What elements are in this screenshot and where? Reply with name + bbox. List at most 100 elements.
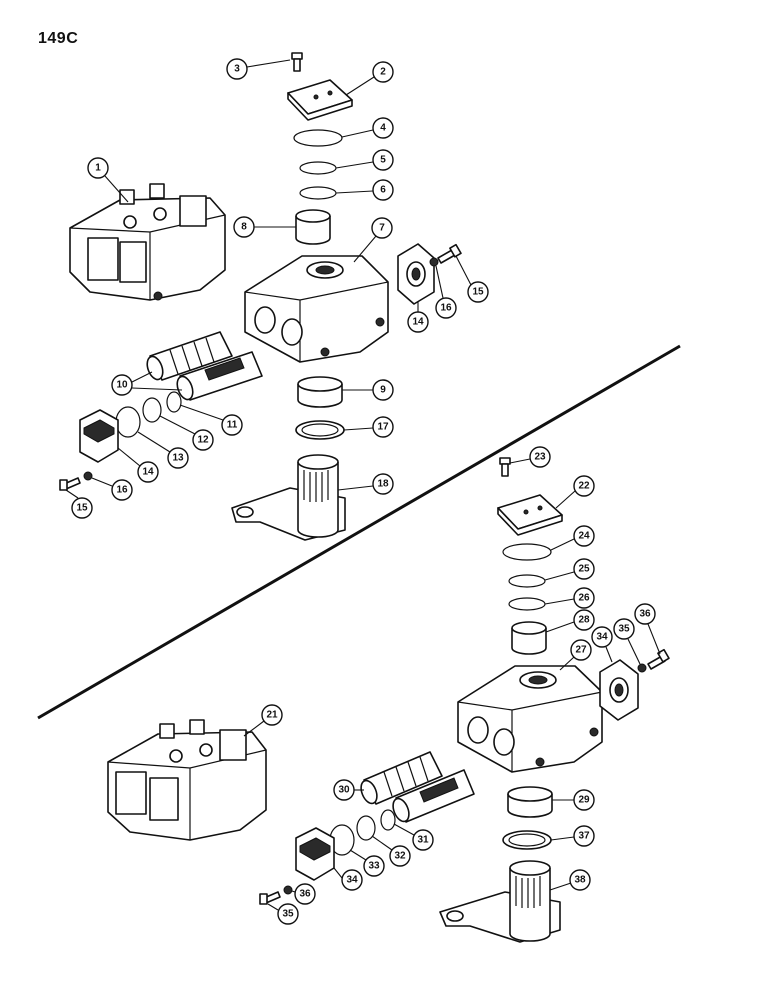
spool-10a bbox=[146, 331, 233, 381]
callout-35b: 35 bbox=[267, 903, 299, 925]
callout-15a: 15 bbox=[455, 255, 489, 303]
callout-18: 18 bbox=[337, 473, 394, 495]
callout-3: 3 bbox=[226, 58, 291, 80]
o-ring-31 bbox=[380, 809, 396, 831]
svg-text:14: 14 bbox=[142, 467, 154, 478]
svg-text:28: 28 bbox=[578, 615, 590, 626]
svg-text:27: 27 bbox=[575, 645, 587, 656]
ring-5 bbox=[299, 161, 337, 175]
svg-text:8: 8 bbox=[241, 222, 247, 233]
callout-16a: 16 bbox=[435, 265, 457, 319]
svg-text:2: 2 bbox=[380, 67, 386, 78]
callout-32: 32 bbox=[371, 835, 411, 867]
svg-text:22: 22 bbox=[578, 481, 590, 492]
svg-text:32: 32 bbox=[394, 851, 406, 862]
svg-text:33: 33 bbox=[368, 861, 380, 872]
bushing-9 bbox=[297, 376, 343, 408]
svg-text:36: 36 bbox=[639, 609, 651, 620]
callout-34a: 34 bbox=[591, 626, 613, 663]
housing-27 bbox=[457, 665, 603, 773]
callout-33: 33 bbox=[349, 849, 385, 877]
svg-text:17: 17 bbox=[377, 422, 389, 433]
svg-text:10: 10 bbox=[116, 380, 128, 391]
callout-31: 31 bbox=[393, 823, 434, 851]
end-cover-34 bbox=[295, 827, 335, 881]
svg-text:7: 7 bbox=[379, 223, 385, 234]
svg-text:25: 25 bbox=[578, 564, 590, 575]
callout-37: 37 bbox=[550, 825, 595, 847]
svg-text:16: 16 bbox=[116, 485, 128, 496]
bolt-23 bbox=[499, 457, 511, 477]
bolt-15 bbox=[437, 243, 462, 264]
svg-text:9: 9 bbox=[380, 385, 386, 396]
callout-30: 30 bbox=[333, 779, 364, 801]
seal-17 bbox=[295, 420, 345, 440]
svg-text:34: 34 bbox=[346, 875, 358, 886]
side-cover-14 bbox=[397, 243, 435, 305]
spool-30b bbox=[392, 769, 475, 823]
steering-arm-38 bbox=[439, 860, 561, 943]
washer-16b bbox=[83, 471, 93, 481]
bushing-28 bbox=[511, 621, 547, 655]
svg-text:18: 18 bbox=[377, 479, 389, 490]
callout-6: 6 bbox=[335, 179, 394, 201]
bolt-15b bbox=[59, 477, 81, 491]
callout-26: 26 bbox=[544, 587, 595, 609]
svg-text:15: 15 bbox=[76, 503, 88, 514]
callout-14b: 14 bbox=[117, 447, 159, 483]
o-ring-32 bbox=[356, 815, 376, 841]
svg-text:15: 15 bbox=[472, 287, 484, 298]
callouts: 1 2 3 4 5 6 7 8 9 10 11 12 13 14 14 15 1… bbox=[65, 58, 661, 925]
callout-25: 25 bbox=[544, 558, 595, 581]
page-title: 149C bbox=[38, 30, 79, 47]
svg-text:14: 14 bbox=[412, 317, 424, 328]
callout-10: 10 bbox=[111, 371, 183, 396]
callout-1: 1 bbox=[87, 157, 129, 203]
bushing-8 bbox=[295, 209, 331, 245]
bushing-29 bbox=[507, 786, 553, 818]
svg-text:26: 26 bbox=[578, 593, 590, 604]
callout-4: 4 bbox=[341, 117, 394, 139]
callout-36a: 36 bbox=[634, 603, 661, 655]
svg-text:12: 12 bbox=[197, 435, 209, 446]
washer-16 bbox=[429, 257, 439, 267]
callout-28: 28 bbox=[545, 609, 595, 633]
svg-text:36: 36 bbox=[299, 889, 311, 900]
callout-13: 13 bbox=[137, 431, 189, 469]
callout-29: 29 bbox=[552, 789, 595, 811]
svg-text:29: 29 bbox=[578, 795, 590, 806]
svg-text:35: 35 bbox=[618, 624, 630, 635]
callout-2: 2 bbox=[345, 61, 394, 96]
o-ring-24 bbox=[502, 543, 552, 561]
svg-text:23: 23 bbox=[534, 452, 546, 463]
callout-27: 27 bbox=[559, 639, 592, 671]
callout-7: 7 bbox=[353, 217, 393, 263]
spool-30a bbox=[360, 751, 443, 805]
svg-text:34: 34 bbox=[596, 632, 608, 643]
washer-35 bbox=[637, 663, 647, 673]
callout-16b: 16 bbox=[91, 477, 133, 501]
svg-text:21: 21 bbox=[266, 710, 278, 721]
callout-14a: 14 bbox=[407, 302, 429, 333]
side-cover-34 bbox=[599, 659, 639, 721]
cover-plate-22 bbox=[497, 494, 563, 536]
washer-36 bbox=[283, 885, 293, 895]
seal-37 bbox=[502, 830, 552, 850]
bolt-3 bbox=[291, 52, 303, 72]
end-cover-14 bbox=[79, 409, 119, 463]
callout-22: 22 bbox=[555, 475, 595, 509]
callout-24: 24 bbox=[550, 525, 595, 551]
callout-9: 9 bbox=[342, 379, 394, 401]
svg-text:31: 31 bbox=[417, 835, 429, 846]
svg-text:13: 13 bbox=[172, 453, 184, 464]
callout-35a: 35 bbox=[613, 618, 641, 665]
ring-6 bbox=[299, 186, 337, 200]
svg-text:6: 6 bbox=[380, 185, 386, 196]
ring-25 bbox=[508, 574, 546, 588]
callout-21: 21 bbox=[243, 704, 283, 737]
o-ring-4 bbox=[293, 129, 343, 147]
housing-7 bbox=[244, 255, 389, 363]
steering-arm-18 bbox=[231, 454, 346, 541]
svg-text:5: 5 bbox=[380, 155, 386, 166]
svg-text:24: 24 bbox=[578, 531, 590, 542]
